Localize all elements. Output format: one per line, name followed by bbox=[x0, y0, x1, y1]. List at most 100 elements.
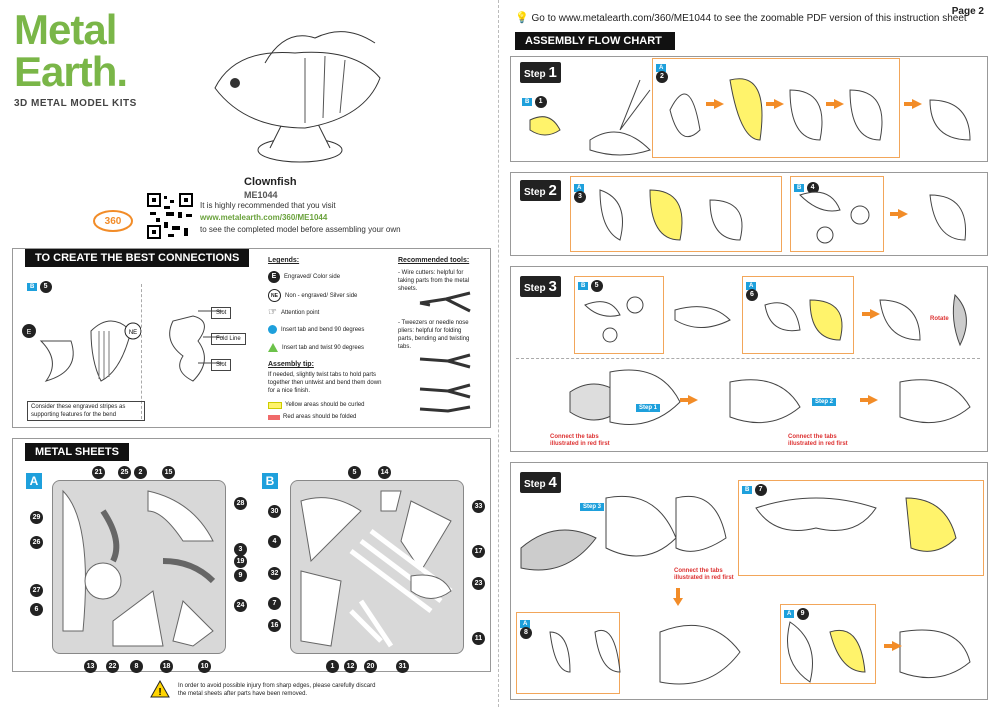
svg-text:!: ! bbox=[158, 687, 161, 698]
arrow-icon bbox=[834, 99, 844, 109]
yellow-swatch bbox=[268, 401, 282, 409]
e-icon: E bbox=[268, 271, 280, 283]
step-3-subframe-1 bbox=[574, 276, 664, 354]
step-4-ref-3: A 9 bbox=[784, 608, 809, 620]
arrow-icon bbox=[868, 395, 878, 405]
part-number-badge: 1 bbox=[326, 660, 339, 673]
red-swatch bbox=[268, 414, 280, 420]
recommend-line-2: to see the completed model before assemb… bbox=[200, 225, 401, 234]
part-number-badge: 13 bbox=[84, 660, 97, 673]
step-3-divider bbox=[516, 358, 980, 359]
brand-line-2: Earth. bbox=[14, 48, 128, 95]
hand-icon: ☞ bbox=[268, 307, 277, 318]
recommend-url-link[interactable]: www.metalearth.com/360/ME1044 bbox=[200, 213, 328, 222]
arrow-icon bbox=[714, 99, 724, 109]
arrow-stem bbox=[860, 398, 868, 402]
part-number-badge: 29 bbox=[30, 511, 43, 524]
arrow-icon bbox=[892, 641, 902, 651]
part-number-badge: 12 bbox=[344, 660, 357, 673]
part-number: 2 bbox=[656, 71, 668, 83]
legend-text: Yellow areas should be curled bbox=[285, 402, 365, 408]
step-4-bottom-illustration bbox=[549, 621, 971, 685]
part-number-badge: 10 bbox=[198, 660, 211, 673]
part-number-badge: 32 bbox=[268, 567, 281, 580]
step-3-bottom-illustration bbox=[569, 369, 971, 425]
part-number-badge: 23 bbox=[472, 577, 485, 590]
tools-title: Recommended tools: bbox=[398, 257, 470, 264]
sheet-a bbox=[52, 480, 226, 654]
warning-icon: ! bbox=[150, 680, 170, 698]
step-word: Step bbox=[524, 69, 546, 80]
part-number-badge: 18 bbox=[160, 660, 173, 673]
sheet-icon: A bbox=[520, 620, 531, 628]
step-number: 4 bbox=[548, 474, 557, 491]
step-3-subframe-2 bbox=[742, 276, 854, 354]
step-word: Step bbox=[524, 479, 546, 490]
part-number: 6 bbox=[746, 289, 758, 301]
badge-text: 360 bbox=[105, 216, 122, 227]
tip-text: If needed, slightly twist tabs to hold p… bbox=[268, 372, 382, 394]
qr-code-icon[interactable] bbox=[146, 192, 194, 240]
fold-line-label: Fold Line bbox=[211, 333, 246, 345]
sheet-icon: A bbox=[784, 610, 795, 618]
part-number-badge: 4 bbox=[268, 535, 281, 548]
part-number-badge: 7 bbox=[268, 597, 281, 610]
step-2-panel bbox=[510, 172, 988, 256]
legend-red: Red areas should be folded bbox=[268, 413, 356, 421]
down-arrow-stem bbox=[676, 588, 680, 600]
step-1-ref-1: B 1 bbox=[522, 96, 547, 108]
legend-twist: Insert tab and twist 90 degrees bbox=[268, 343, 364, 352]
part-number-badge: 33 bbox=[472, 500, 485, 513]
part-number-badge: 3 bbox=[234, 543, 247, 556]
model-code: ME1044 bbox=[244, 190, 278, 200]
tip-title: Assembly tip: bbox=[268, 361, 314, 368]
step-1-badge: Step 1 bbox=[520, 62, 561, 83]
part-number-badge: 27 bbox=[30, 584, 43, 597]
legend-text: Insert tab and twist 90 degrees bbox=[282, 344, 365, 351]
part-number-badge: 30 bbox=[268, 505, 281, 518]
step-2-subframe-2 bbox=[790, 176, 884, 252]
sheet-b-parts bbox=[300, 490, 453, 648]
caution-text: In order to avoid possible injury from s… bbox=[178, 683, 376, 697]
step-word: Step bbox=[524, 187, 546, 198]
pliers-icon bbox=[419, 353, 471, 413]
part-number-badge: 19 bbox=[234, 555, 247, 568]
rotate-label: Rotate bbox=[930, 316, 949, 322]
goto-text[interactable]: Go to www.metalearth.com/360/ME1044 to s… bbox=[531, 13, 967, 24]
goto-line: 💡 Go to www.metalearth.com/360/ME1044 to… bbox=[515, 11, 967, 24]
recommend-line-1: It is highly recommended that you visit bbox=[200, 201, 336, 210]
sheet-icon: B bbox=[578, 282, 589, 290]
360-badge-icon: 360 bbox=[93, 210, 133, 232]
step-number: 3 bbox=[548, 278, 557, 295]
tool-pliers: - Tweezers or needle nose pliers: helpfu… bbox=[398, 320, 470, 350]
part-number-badge: 26 bbox=[30, 536, 43, 549]
step-number: 2 bbox=[548, 182, 557, 199]
step-2-badge: Step 2 bbox=[520, 180, 561, 201]
slot-fold-illustration bbox=[169, 310, 223, 382]
brand-tagline: 3D METAL MODEL KITS bbox=[14, 98, 137, 109]
page-divider bbox=[498, 0, 499, 707]
green-triangle-icon bbox=[268, 343, 278, 352]
sheet-b bbox=[290, 480, 464, 654]
legends-title: Legends: bbox=[268, 257, 300, 264]
part-number: 8 bbox=[520, 627, 532, 639]
legend-text: Attention point bbox=[280, 309, 320, 316]
flow-chart-header: ASSEMBLY FLOW CHART bbox=[515, 32, 675, 50]
connections-divider bbox=[141, 284, 142, 419]
legend-yellow: Yellow areas should be curled bbox=[268, 401, 365, 409]
part-number-badge: 24 bbox=[234, 599, 247, 612]
lightbulb-icon: 💡 bbox=[515, 12, 529, 24]
part-number: 5 bbox=[39, 281, 52, 293]
metal-sheets-header: METAL SHEETS bbox=[25, 443, 129, 461]
slot-label: Slot bbox=[211, 307, 232, 319]
wire-cutters-icon bbox=[419, 291, 471, 313]
arrow-icon bbox=[688, 395, 698, 405]
metal-sheets-section: METAL SHEETS bbox=[12, 438, 491, 672]
sheet-icon: B bbox=[522, 98, 533, 106]
part-number-badge: 2 bbox=[134, 466, 147, 479]
